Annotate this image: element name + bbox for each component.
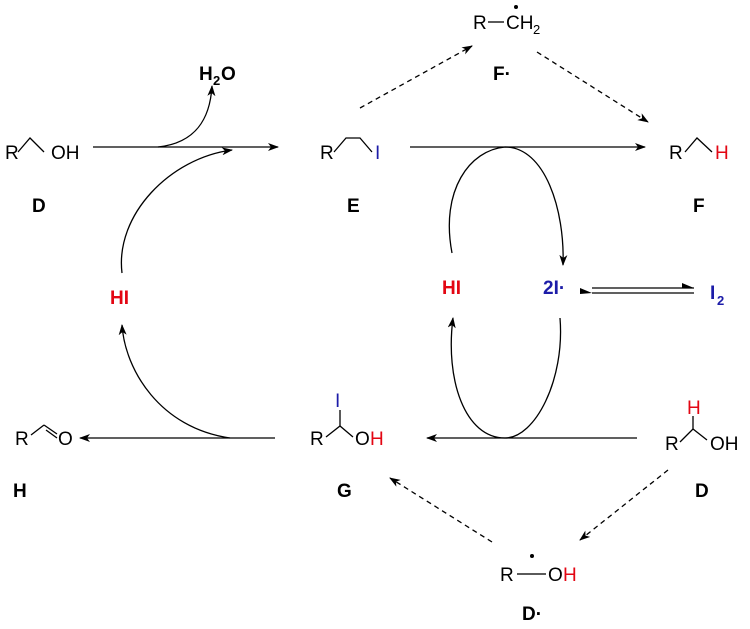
dashed-arrow-d-radical-to-g [389,477,493,543]
atom-o-d-radical: O [548,565,563,586]
label-f: F [693,196,705,217]
atom-r-f: R [669,143,683,164]
atom-r-d-bottom: R [665,434,679,455]
bond-h-single [30,424,45,436]
atom-r-e: R [320,143,334,164]
bonds-d-bottom [679,428,708,443]
arrow-hi-left-consumed [120,147,233,274]
species-i2-sub: 2 [717,293,724,308]
atom-oh-d-bottom: OH [710,434,739,455]
bond-h-double-2 [45,429,58,439]
bond-h-double [43,424,58,435]
dashed-arrow-d-to-d-radical [579,469,669,541]
arrow-e-f-loop [448,146,568,266]
species-i2: I [710,283,715,304]
species-hi-left: HI [110,288,129,309]
atom-h-f: H [715,143,729,164]
label-d-bottom: D [695,481,709,502]
atom-r-d-top: R [5,143,19,164]
species-hi-right: HI [442,278,461,299]
bonds-d-top [17,137,45,153]
species-iodine-radical: 2I· [543,278,565,299]
atom-ch-f-radical: CH [506,13,533,34]
atom-r-f-radical: R [473,13,487,34]
atom-oh-d-top: OH [51,143,80,164]
radical-dot-f [514,5,518,9]
label-d-top: D [32,196,46,217]
bonds-f [684,137,713,153]
arrow-d-g-loop [447,317,562,439]
water-o: O [221,64,236,85]
arrow-hi-left-formed [118,324,231,439]
atom-r-d-radical: R [500,565,514,586]
water-h: H [199,64,213,85]
radical-dot-d [530,554,534,558]
arrow-water-release [157,85,216,148]
dashed-arrow-f-radical-to-f [536,51,649,123]
label-f-radical: F· [493,64,511,85]
atom-oh-g-h: H [370,429,384,450]
atom-o-h: O [58,429,73,450]
atom-oh-g-o: O [355,429,370,450]
label-h: H [13,481,27,502]
atom-h-d-radical: H [563,565,577,586]
bonds-g [325,425,354,438]
atom-r-h: R [15,429,29,450]
label-g: G [337,481,352,502]
water-sub: 2 [213,73,220,88]
bonds-e [333,137,373,153]
label-e: E [347,196,360,217]
atom-i-e: I [375,143,380,164]
atom-ch2-sub: 2 [533,22,540,37]
atom-h-d-bottom: H [687,398,701,419]
atom-r-g: R [310,429,324,450]
atom-i-g: I [335,391,340,412]
dashed-arrow-e-to-f-radical [359,45,473,109]
label-d-radical: D· [522,604,542,625]
